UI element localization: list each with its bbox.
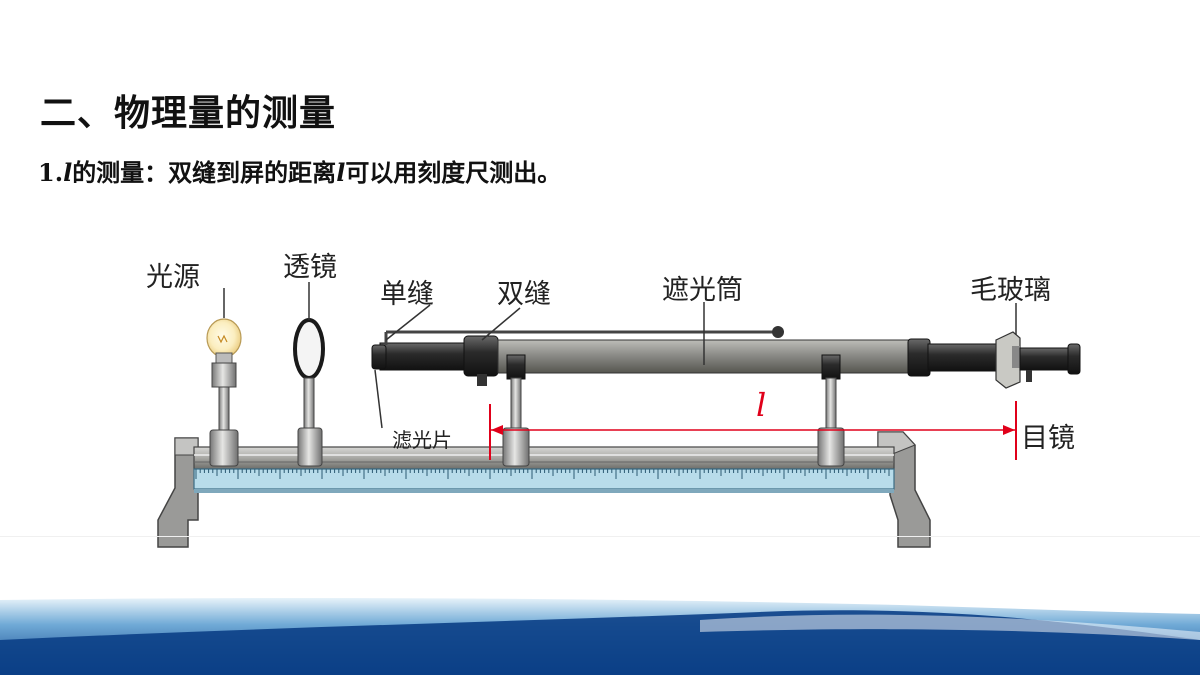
lens — [293, 318, 325, 467]
item-number: 1. — [38, 158, 64, 187]
footer-decoration — [0, 536, 1200, 675]
label-shading-tube: 遮光筒 — [662, 275, 743, 306]
bench-left-stand — [157, 437, 199, 548]
label-eyepiece: 目镜 — [1021, 423, 1075, 454]
distance-marker — [489, 401, 1017, 460]
label-double-slit: 双缝 — [497, 279, 551, 310]
subtitle-text-2: 可以用刻度尺测出。 — [345, 159, 562, 187]
label-light-source: 光源 — [146, 262, 200, 293]
subtitle-text-1: 的测量：双缝到屏的距离 — [72, 159, 337, 187]
ruler-scale — [193, 468, 895, 493]
subtitle: 1.l的测量：双缝到屏的距离l可以用刻度尺测出。 — [38, 153, 561, 188]
label-lens: 透镜 — [283, 252, 337, 283]
shading-tube — [371, 326, 1081, 389]
tube-support-right — [817, 354, 845, 467]
variable-l: l — [63, 158, 73, 187]
label-ground-glass: 毛玻璃 — [970, 275, 1051, 306]
light-source — [206, 318, 242, 467]
page-title: 二、物理量的测量 — [40, 93, 337, 134]
variable-l-2: l — [336, 158, 346, 187]
label-filter: 滤光片 — [392, 428, 452, 452]
tube-support-left — [502, 354, 530, 467]
label-distance-l: l — [756, 386, 767, 424]
label-single-slit: 单缝 — [380, 279, 434, 310]
leader-lines — [223, 282, 1017, 429]
